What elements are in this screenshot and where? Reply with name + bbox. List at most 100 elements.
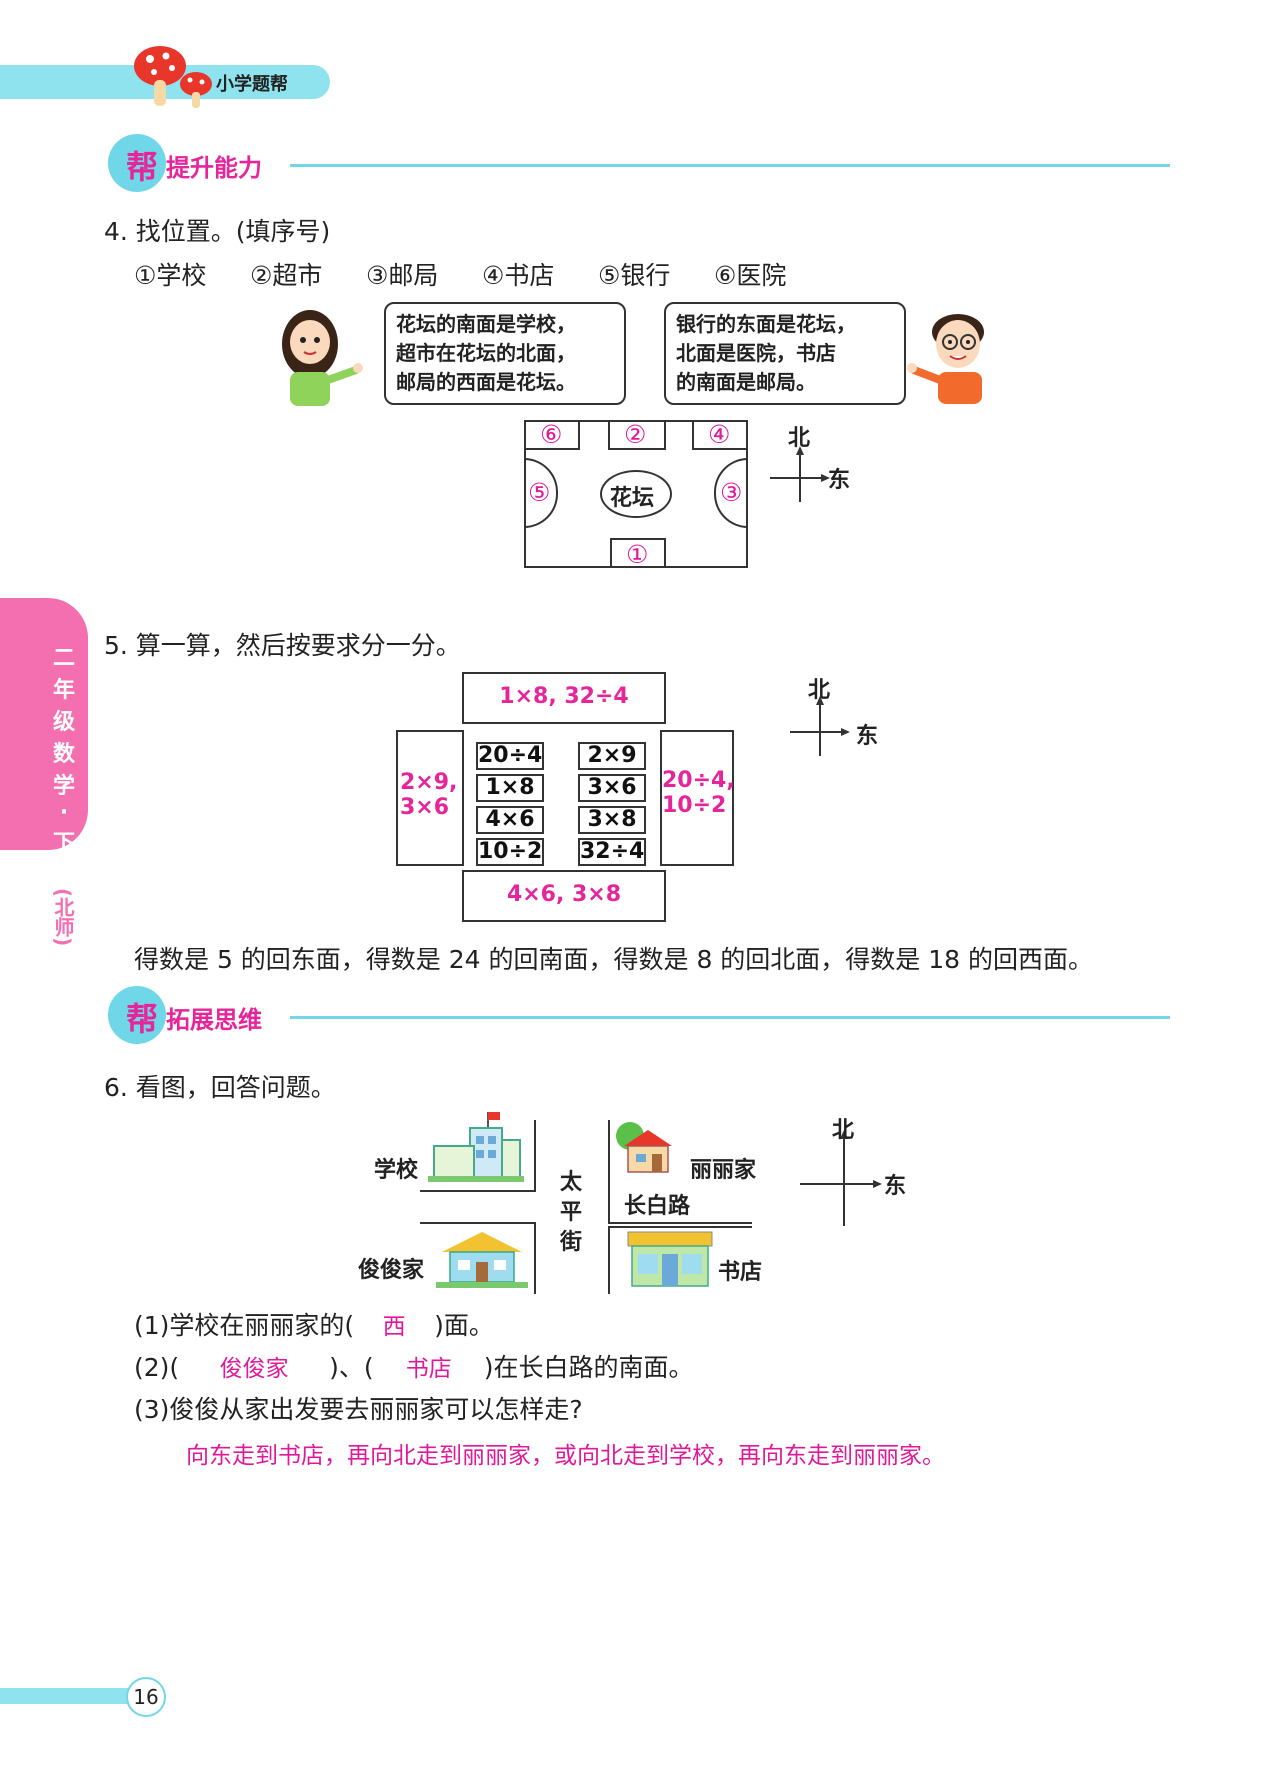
junjun-home-label: 俊俊家 <box>358 1258 425 1283</box>
calc-card: 1×8 <box>476 774 544 802</box>
south-region-answer: 4×6, 3×8 <box>506 882 622 907</box>
flowerbed-label: 花坛 <box>610 486 655 511</box>
section-bang: 帮 <box>126 1000 159 1038</box>
girl-speech-line: 超市在花坛的北面， <box>396 341 576 365</box>
map-answer-right: ③ <box>720 478 743 507</box>
calc-card: 32÷4 <box>578 838 646 866</box>
street-char: 平 <box>560 1200 583 1225</box>
calc-card: 3×6 <box>578 774 646 802</box>
q6-part1-suffix: )面。 <box>434 1311 494 1340</box>
south-region-box <box>462 870 666 922</box>
option-5: ⑤银行 <box>598 261 671 290</box>
side-tab-char: 数 <box>52 742 75 767</box>
map-answer-top-right: ④ <box>708 420 731 449</box>
taiping-street-label: 太 平 街 <box>560 1168 584 1258</box>
map-answer-left: ⑤ <box>528 478 551 507</box>
compass-east-label: 东 <box>828 468 851 493</box>
question-6-title: 6. 看图，回答问题。 <box>104 1073 336 1102</box>
side-tab-text: 二 年 级 数 学 · 下 <box>44 640 84 857</box>
option-4: ④书店 <box>482 261 555 290</box>
side-tab-char: 学 <box>52 774 75 799</box>
section-divider <box>290 164 1170 167</box>
footer-band <box>0 1688 140 1704</box>
q6-part2-suffix: )在长白路的南面。 <box>483 1353 694 1382</box>
q6-part2-answer2: 书店 <box>405 1356 452 1382</box>
calc-card: 20÷4 <box>476 742 544 770</box>
lili-house-icon <box>614 1116 676 1176</box>
junjun-house-icon <box>436 1228 528 1288</box>
road-block-se <box>608 1226 752 1294</box>
east-region-line: 10÷2 <box>662 793 727 818</box>
side-tab-char: · <box>59 800 69 825</box>
option-1: ①学校 <box>134 261 207 290</box>
section-title-ability: 提升能力 <box>166 154 262 182</box>
girl-speech-bubble: 花坛的南面是学校， 超市在花坛的北面， 邮局的西面是花坛。 <box>384 302 626 405</box>
boy-speech-bubble: 银行的东面是花坛， 北面是医院，书店 的南面是邮局。 <box>664 302 906 405</box>
option-3: ③邮局 <box>366 261 439 290</box>
section-bubble <box>108 986 166 1044</box>
north-region-box <box>462 672 666 724</box>
section-bubble <box>108 134 166 192</box>
east-region-answer: 20÷4, 10÷2 <box>662 768 735 818</box>
east-region-box <box>660 730 734 866</box>
map-cell-top-left <box>524 420 580 450</box>
bookstore-label: 书店 <box>718 1260 763 1285</box>
west-region-line: 3×6 <box>400 795 450 820</box>
option-2: ②超市 <box>250 261 323 290</box>
q6-part2-mid: )、( <box>329 1353 374 1382</box>
road-block-ne <box>608 1120 752 1224</box>
bookstore-icon <box>626 1230 714 1288</box>
school-building-icon <box>428 1110 524 1184</box>
compass-icon <box>790 696 870 760</box>
side-tab <box>0 598 88 850</box>
map-cell-top-right <box>692 420 748 450</box>
girl-figure <box>278 306 378 406</box>
question-4-title: 4. 找位置。(填序号) <box>104 217 331 246</box>
map-answer-bottom: ① <box>626 540 649 569</box>
boy-speech-line: 的南面是邮局。 <box>676 370 816 394</box>
map-cell-bottom <box>610 538 666 568</box>
section-bang: 帮 <box>126 148 159 186</box>
compass-north-label: 北 <box>808 678 831 703</box>
west-region-line: 2×9, <box>400 770 458 795</box>
street-char: 太 <box>560 1170 583 1195</box>
compass-east-label: 东 <box>856 724 879 749</box>
q6-part1-prefix: (1)学校在丽丽家的( <box>134 1311 355 1340</box>
north-region-answer: 1×8, 32÷4 <box>499 684 629 709</box>
mushroom-logo <box>130 44 220 114</box>
edition-label: (北师) <box>51 888 75 947</box>
west-region-answer: 2×9, 3×6 <box>400 770 457 820</box>
west-region-box <box>396 730 464 866</box>
q6-part1: (1)学校在丽丽家的( 西 )面。 <box>134 1306 494 1342</box>
q6-part3: (3)俊俊从家出发要去丽丽家可以怎样走? <box>134 1395 583 1424</box>
side-tab-char: 下 <box>52 831 75 856</box>
option-6: ⑥医院 <box>714 261 787 290</box>
q6-part2-answer1: 俊俊家 <box>219 1356 289 1382</box>
road-block-sw <box>420 1222 536 1294</box>
street-char: 街 <box>560 1230 583 1255</box>
flowerbed-ellipse <box>600 470 672 518</box>
calc-card: 4×6 <box>476 806 544 834</box>
side-tab-char: 级 <box>52 710 75 735</box>
side-tab-char: 二 <box>52 646 75 671</box>
compass-east-label: 东 <box>884 1174 907 1199</box>
road-block-nw <box>420 1120 536 1192</box>
compass-north-label: 北 <box>788 426 811 451</box>
q6-part3-answer: 向东走到书店，再向北走到丽丽家，或向北走到学校，再向东走到丽丽家。 <box>186 1443 945 1469</box>
calc-card: 3×8 <box>578 806 646 834</box>
boy-figure <box>900 304 1000 404</box>
q6-part2-prefix: (2)( <box>134 1353 180 1382</box>
changbai-road-label: 长白路 <box>624 1194 691 1219</box>
page-number: 16 <box>126 1677 166 1717</box>
section-title-thinking: 拓展思维 <box>166 1006 262 1034</box>
girl-speech-line: 邮局的西面是花坛。 <box>396 370 576 394</box>
q6-part1-answer: 西 <box>382 1314 406 1340</box>
calc-card: 2×9 <box>578 742 646 770</box>
boy-speech-line: 北面是医院，书店 <box>676 341 836 365</box>
compass-icon <box>800 1130 896 1230</box>
girl-speech-line: 花坛的南面是学校， <box>396 312 576 336</box>
lili-home-label: 丽丽家 <box>690 1158 757 1183</box>
school-label: 学校 <box>374 1158 419 1183</box>
map-cell-top-mid <box>608 420 666 450</box>
calc-card: 10÷2 <box>476 838 544 866</box>
